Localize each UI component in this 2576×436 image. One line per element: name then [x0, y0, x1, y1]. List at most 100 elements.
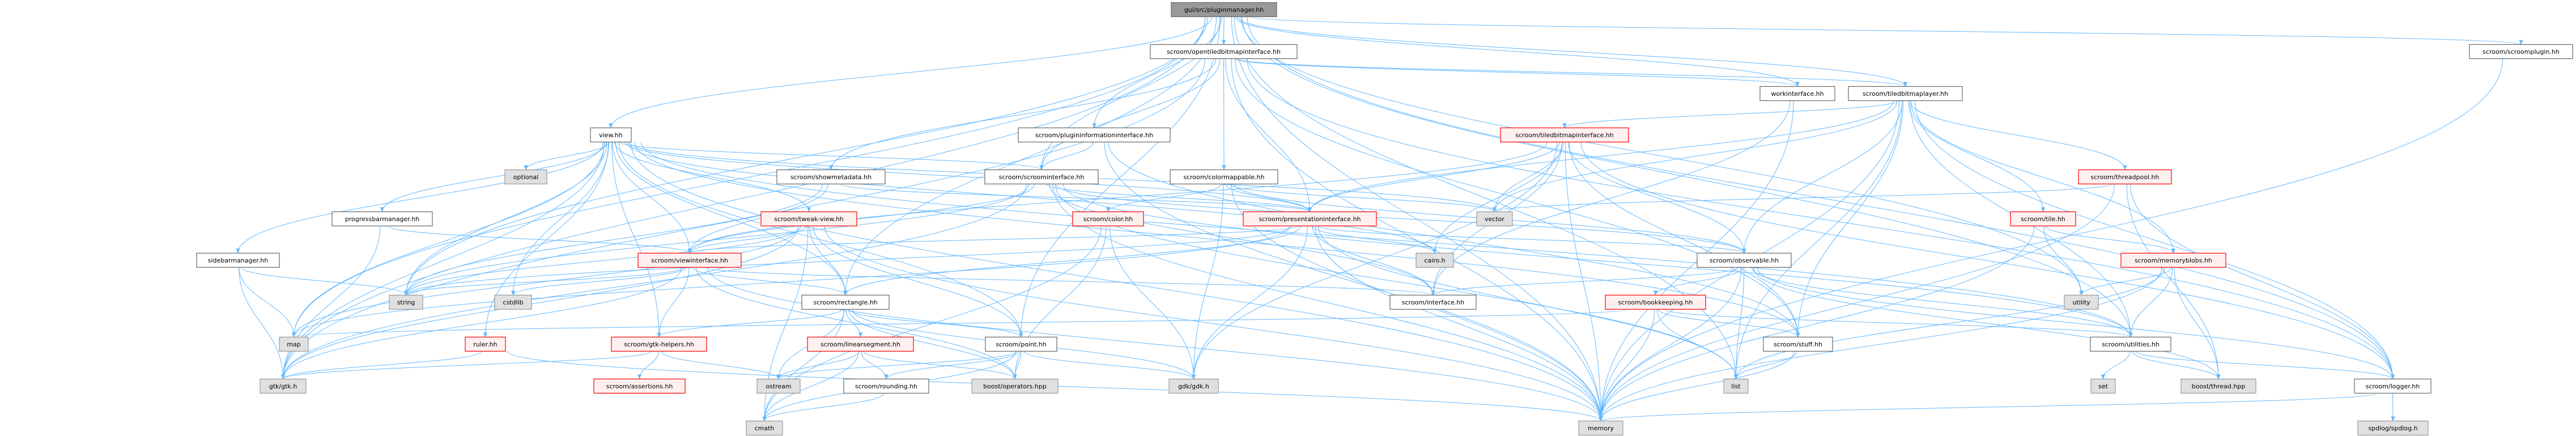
- node-label[interactable]: scroom/presentationinterface.hh: [1259, 215, 1361, 223]
- node-label[interactable]: scroom/point.hh: [996, 341, 1046, 348]
- edge-observable-to-list: [1733, 267, 1745, 380]
- node-label[interactable]: scroom/tweak-view.hh: [774, 215, 844, 223]
- node-box[interactable]: [1759, 86, 1835, 101]
- node-label[interactable]: scroom/memoryblobs.hh: [2135, 257, 2212, 264]
- node-stuff[interactable]: scroom/stuff.hh: [1763, 336, 1833, 352]
- node-linearsegment[interactable]: scroom/linearsegment.hh: [807, 336, 914, 352]
- node-box[interactable]: [760, 211, 857, 227]
- node-box[interactable]: [331, 211, 433, 227]
- node-box[interactable]: [1697, 252, 1792, 268]
- node-sidebarmanager[interactable]: sidebarmanager.hh: [196, 252, 280, 268]
- node-gtkhelpers[interactable]: scroom/gtk-helpers.hh: [611, 336, 707, 352]
- node-tile[interactable]: scroom/tile.hh: [2010, 211, 2076, 227]
- node-label[interactable]: workinterface.hh: [1771, 90, 1823, 98]
- node-label[interactable]: scroom/stuff.hh: [1774, 341, 1822, 348]
- node-label[interactable]: view.hh: [599, 132, 623, 139]
- node-box[interactable]: [1150, 44, 1298, 60]
- node-label[interactable]: progressbarmanager.hh: [345, 215, 419, 223]
- node-view[interactable]: view.hh: [590, 127, 632, 143]
- edge-tile-to-memory: [1599, 226, 2035, 422]
- node-box[interactable]: [1243, 211, 1377, 227]
- node-assertions[interactable]: scroom/assertions.hh: [593, 378, 686, 394]
- node-box[interactable]: [1848, 86, 1963, 101]
- node-label[interactable]: scroom/linearsegment.hh: [821, 341, 900, 348]
- node-box[interactable]: [2010, 211, 2076, 227]
- node-box[interactable]: [1763, 336, 1833, 352]
- node-label[interactable]: scroom/observable.hh: [1710, 257, 1779, 264]
- node-observable[interactable]: scroom/observable.hh: [1697, 252, 1792, 268]
- node-box[interactable]: [776, 169, 886, 185]
- node-opentiledbitmapinterface[interactable]: scroom/opentiledbitmapinterface.hh: [1150, 44, 1298, 60]
- node-plugininformationinterface[interactable]: scroom/plugininformationinterface.hh: [1018, 127, 1171, 143]
- node-box[interactable]: [611, 336, 707, 352]
- edge-tweakview-to-point: [813, 226, 1023, 338]
- node-box[interactable]: [2090, 336, 2171, 352]
- node-scroominterface[interactable]: scroom/scroominterface.hh: [984, 169, 1099, 185]
- node-label[interactable]: scroom/scroominterface.hh: [999, 173, 1085, 181]
- node-label[interactable]: scroom/viewinterface.hh: [651, 257, 728, 264]
- node-label[interactable]: scroom/assertions.hh: [606, 383, 673, 390]
- node-label[interactable]: scroom/tile.hh: [2021, 215, 2065, 223]
- node-label[interactable]: scroom/opentiledbitmapinterface.hh: [1167, 48, 1281, 56]
- node-logger[interactable]: scroom/logger.hh: [2354, 378, 2432, 394]
- node-tiledbitmaplayer[interactable]: scroom/tiledbitmaplayer.hh: [1848, 86, 1963, 101]
- node-label[interactable]: scroom/threadpool.hh: [2091, 173, 2160, 181]
- node-box[interactable]: [984, 169, 1099, 185]
- node-box[interactable]: [590, 127, 632, 143]
- node-label[interactable]: scroom/colormappable.hh: [1183, 173, 1264, 181]
- node-bookkeeping[interactable]: scroom/bookkeeping.hh: [1605, 294, 1706, 310]
- node-threadpool[interactable]: scroom/threadpool.hh: [2078, 169, 2172, 185]
- node-box[interactable]: [465, 336, 506, 352]
- node-box[interactable]: [1500, 127, 1629, 143]
- node-label[interactable]: sidebarmanager.hh: [208, 257, 268, 264]
- node-progressbarmanager[interactable]: progressbarmanager.hh: [331, 211, 433, 227]
- node-memoryblobs[interactable]: scroom/memoryblobs.hh: [2120, 252, 2226, 268]
- node-box[interactable]: [1170, 169, 1278, 185]
- node-point[interactable]: scroom/point.hh: [985, 336, 1057, 352]
- node-label[interactable]: scroom/bookkeeping.hh: [1618, 299, 1693, 306]
- node-rounding[interactable]: scroom/rounding.hh: [843, 378, 929, 394]
- node-workinterface[interactable]: workinterface.hh: [1759, 86, 1835, 101]
- node-label[interactable]: scroom/tiledbitmapinterface.hh: [1515, 132, 1613, 139]
- node-interface[interactable]: scroom/interface.hh: [1389, 294, 1477, 310]
- node-box[interactable]: [2078, 169, 2172, 185]
- node-box[interactable]: [196, 252, 280, 268]
- node-box[interactable]: [1389, 294, 1477, 310]
- node-box[interactable]: [1072, 211, 1144, 227]
- node-color[interactable]: scroom/color.hh: [1072, 211, 1144, 227]
- node-rectangle[interactable]: scroom/rectangle.hh: [801, 294, 890, 310]
- node-box[interactable]: [801, 294, 890, 310]
- node-box[interactable]: [2354, 378, 2432, 394]
- node-tiledbitmapinterface[interactable]: scroom/tiledbitmapinterface.hh: [1500, 127, 1629, 143]
- node-box[interactable]: [1018, 127, 1171, 143]
- node-label[interactable]: scroom/color.hh: [1083, 215, 1133, 223]
- node-box[interactable]: [843, 378, 929, 394]
- node-colormappable[interactable]: scroom/colormappable.hh: [1170, 169, 1278, 185]
- node-box[interactable]: [593, 378, 686, 394]
- node-box[interactable]: [2120, 252, 2226, 268]
- node-showmetadata[interactable]: scroom/showmetadata.hh: [776, 169, 886, 185]
- node-box[interactable]: [985, 336, 1057, 352]
- node-viewinterface[interactable]: scroom/viewinterface.hh: [637, 252, 742, 268]
- node-box[interactable]: [2469, 44, 2573, 60]
- node-label[interactable]: scroom/rectangle.hh: [813, 299, 877, 306]
- node-label[interactable]: scroom/gtk-helpers.hh: [624, 341, 694, 348]
- node-label[interactable]: scroom/scroomplugin.hh: [2483, 48, 2560, 56]
- node-ruler[interactable]: ruler.hh: [465, 336, 506, 352]
- node-label[interactable]: scroom/tiledbitmaplayer.hh: [1863, 90, 1948, 98]
- node-box[interactable]: [1605, 294, 1706, 310]
- node-tweakview[interactable]: scroom/tweak-view.hh: [760, 211, 857, 227]
- node-label[interactable]: scroom/showmetadata.hh: [790, 173, 872, 181]
- node-utilities[interactable]: scroom/utilities.hh: [2090, 336, 2171, 352]
- node-label[interactable]: scroom/plugininformationinterface.hh: [1035, 132, 1153, 139]
- node-presentationinterface[interactable]: scroom/presentationinterface.hh: [1243, 211, 1377, 227]
- node-label[interactable]: ruler.hh: [473, 341, 497, 348]
- node-label[interactable]: scroom/rounding.hh: [855, 383, 917, 390]
- node-box[interactable]: [637, 252, 742, 268]
- node-label[interactable]: scroom/interface.hh: [1402, 299, 1464, 306]
- node-label[interactable]: scroom/utilities.hh: [2102, 341, 2160, 348]
- node-box[interactable]: [807, 336, 914, 352]
- node-label[interactable]: scroom/logger.hh: [2366, 383, 2420, 390]
- node-scroomplugin[interactable]: scroom/scroomplugin.hh: [2469, 44, 2573, 60]
